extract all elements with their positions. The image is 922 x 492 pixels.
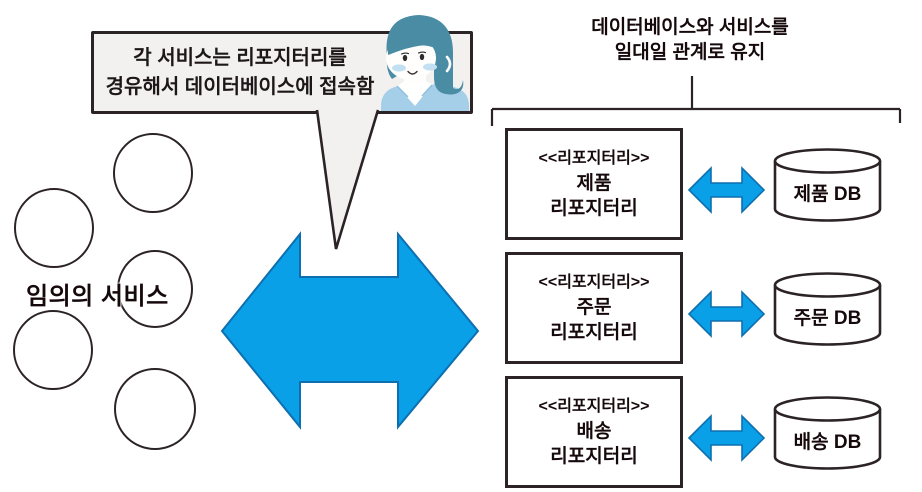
service-circle (14, 188, 94, 268)
repo-stereotype: <<리포지터리>> (538, 398, 650, 415)
repo-row-product: <<리포지터리>> 제품 리포지터리 제품 DB (505, 128, 885, 240)
repo-name-line-1: 주문 (576, 297, 612, 318)
one-to-one-note: 데이터베이스와 서비스를 일대일 관계로 유지 (540, 15, 840, 65)
double-headed-arrow (688, 166, 765, 214)
repo-row-order: <<리포지터리>> 주문 리포지터리 주문 DB (505, 252, 885, 364)
repo-name-line-2: 리포지터리 (550, 446, 638, 467)
speech-bubble-line-2: 경유해서 데이터베이스에 접속함 (105, 75, 375, 98)
repository-box: <<리포지터리>> 배송 리포지터리 (505, 376, 683, 488)
service-circle (117, 250, 193, 328)
services-group-label: 임의의 서비스 (26, 283, 169, 310)
double-headed-arrow (688, 414, 765, 462)
db-label: 주문 DB (794, 308, 862, 329)
service-circle (114, 368, 196, 450)
db-label: 배송 DB (794, 431, 862, 453)
db-label: 제품 DB (794, 183, 862, 205)
repo-name-line-1: 제품 (576, 173, 612, 194)
database-cylinder: 제품 DB (773, 148, 882, 222)
repo-name-line-1: 배송 (576, 421, 612, 442)
double-headed-arrow (220, 231, 480, 430)
double-headed-arrow (688, 290, 765, 338)
brace-connector (490, 76, 902, 126)
repo-row-shipping: <<리포지터리>> 배송 리포지터리 배송 DB (505, 376, 885, 488)
repo-stereotype: <<리포지터리>> (538, 150, 650, 167)
one-to-one-note-line-1: 데이터베이스와 서비스를 (591, 17, 789, 38)
repository-box: <<리포지터리>> 제품 리포지터리 (505, 128, 683, 240)
one-to-one-note-line-2: 일대일 관계로 유지 (614, 42, 766, 63)
speech-bubble-tail (315, 109, 380, 250)
woman-avatar-icon (381, 15, 469, 111)
repo-name-line-2: 리포지터리 (550, 322, 638, 343)
service-circle (113, 133, 193, 213)
repo-name-line-2: 리포지터리 (550, 198, 638, 219)
speech-bubble-line-1: 각 서비스는 리포지터리를 (133, 46, 347, 69)
database-cylinder: 주문 DB (773, 272, 882, 346)
database-cylinder: 배송 DB (773, 396, 882, 470)
repo-stereotype: <<리포지터리>> (538, 274, 650, 291)
repository-box: <<리포지터리>> 주문 리포지터리 (505, 252, 683, 364)
service-circle (13, 310, 93, 390)
